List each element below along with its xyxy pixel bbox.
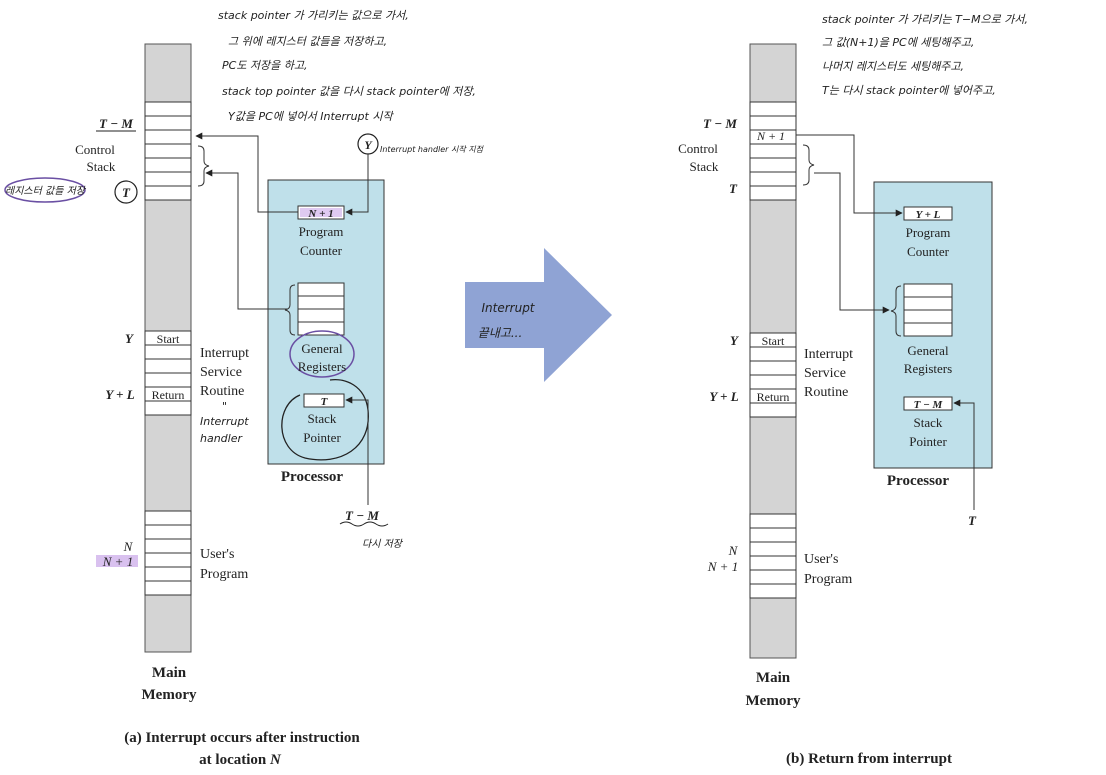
panel-a: Start Return T − M Control Stack T 레지스터 … — [4, 9, 485, 768]
y-plus-l-label-b: Y + L — [709, 389, 738, 404]
hand-resave: 다시 저장 — [362, 538, 404, 550]
n-plus-1-label-a: N + 1 — [102, 554, 133, 569]
svg-text:T는 다시 stack pointer에 넣어주고,: T는 다시 stack pointer에 넣어주고, — [822, 84, 996, 97]
processor-label-b: Processor — [887, 473, 950, 489]
user-label-1-a: User's — [200, 547, 234, 562]
svg-text:그 위에 레지스터 값들을 저장하고,: 그 위에 레지스터 값들을 저장하고, — [228, 35, 387, 48]
arrow-regs-to-stack-a — [205, 169, 288, 310]
big-arrow-text-2: 끝내고... — [478, 326, 523, 340]
svg-text:나머지 레지스터도 세팅해주고,: 나머지 레지스터도 세팅해주고, — [822, 60, 964, 73]
pc-label-2-b: Counter — [907, 244, 950, 259]
caption-b: (b) Return from interrupt — [786, 751, 952, 767]
user-program-cells-b — [749, 513, 797, 599]
arrow-pc-to-stack-a — [195, 132, 298, 213]
caption-a-line1: (a) Interrupt occurs after instruction — [124, 730, 360, 746]
sp-label-2-a: Pointer — [303, 430, 341, 445]
sp-value-b: T − M — [914, 399, 944, 411]
handwriting-notes-a: stack pointer 가 가리키는 값으로 가서, 그 위에 레지스터 값… — [218, 9, 476, 123]
svg-text:stack top pointer 값을 다시 stack: stack top pointer 값을 다시 stack pointer에 저… — [222, 85, 476, 98]
isr-label-2-b: Service — [804, 366, 846, 381]
gr-label-1-b: General — [907, 343, 949, 358]
start-label-a: Start — [157, 332, 180, 346]
isr-cells-a — [144, 330, 192, 416]
isr-label-2-a: Service — [200, 365, 242, 380]
sp-label-2-b: Pointer — [909, 434, 947, 449]
stack-label-b: Stack — [690, 159, 719, 174]
arrow-tm-to-sp-a — [345, 396, 369, 505]
return-label-b: Return — [757, 390, 790, 404]
gr-label-1-a: General — [301, 341, 343, 356]
n-label-b: N — [728, 543, 739, 558]
y-label-b: Y — [730, 333, 739, 348]
arrow-t-to-sp-b — [953, 399, 975, 510]
t-minus-m-label-b: T − M — [703, 116, 737, 131]
general-registers-a — [297, 282, 345, 336]
hand-interrupt-handler-start: Interrupt handler 시작 지점 — [380, 145, 485, 154]
svg-text:그 값(N+1)을 PC에 세팅해주고,: 그 값(N+1)을 PC에 세팅해주고, — [822, 36, 974, 49]
pc-label-2-a: Counter — [300, 243, 343, 258]
pc-label-1-a: Program — [299, 224, 344, 239]
memory-title-2-a: Memory — [142, 687, 197, 703]
n-plus-1-label-b: N + 1 — [707, 559, 738, 574]
start-label-b: Start — [762, 334, 785, 348]
sp-value-a: T — [321, 396, 329, 408]
memory-title-1-b: Main — [756, 670, 791, 686]
control-stack-cells-a — [144, 101, 192, 201]
user-label-2-b: Program — [804, 572, 852, 587]
pc-value-b: Y + L — [916, 209, 941, 221]
y-label-a: Y — [125, 331, 134, 346]
control-label-b: Control — [678, 141, 718, 156]
svg-text:PC도 저장을 하고,: PC도 저장을 하고, — [222, 59, 308, 72]
gr-label-2-b: Registers — [904, 361, 952, 376]
user-program-cells-a — [144, 510, 192, 596]
y-circle-a: Y — [364, 138, 373, 152]
isr-label-1-b: Interrupt — [804, 347, 853, 362]
n-plus-1-cell-b: N + 1 — [756, 129, 785, 143]
svg-text:stack pointer 가 가리키는 T−M으로 가서,: stack pointer 가 가리키는 T−M으로 가서, — [822, 13, 1028, 26]
control-stack-cells-b — [749, 101, 797, 201]
n-label-a: N — [123, 539, 134, 554]
stack-label-a: Stack — [87, 159, 116, 174]
arrow-y-to-pc-a — [345, 154, 369, 216]
memory-title-1-a: Main — [152, 665, 187, 681]
t-minus-m-label-a: T − M — [99, 116, 133, 131]
arrow-stack-to-pc-b — [796, 134, 903, 217]
handwriting-notes-b: stack pointer 가 가리키는 T−M으로 가서, 그 값(N+1)을… — [822, 13, 1028, 97]
isr-cells-b — [749, 332, 797, 418]
sp-label-1-a: Stack — [308, 411, 337, 426]
t-label-a: T — [122, 185, 131, 200]
hand-interrupt: Interrupt — [200, 415, 249, 428]
t-bottom-b: T — [968, 513, 977, 528]
caption-a-line2: at location N — [199, 752, 282, 768]
svg-text:stack pointer 가 가리키는 값으로 가서,: stack pointer 가 가리키는 값으로 가서, — [218, 9, 409, 22]
isr-label-1-a: Interrupt — [200, 346, 249, 361]
hand-register-save: 레지스터 값들 저장 — [5, 185, 87, 197]
svg-text:Y값을 PC에 넣어서 Interrupt 시작: Y값을 PC에 넣어서 Interrupt 시작 — [228, 110, 394, 123]
hand-handler: handler — [200, 432, 243, 445]
t-label-b: T — [729, 181, 738, 196]
arrow-stack-to-regs-b — [814, 172, 890, 314]
t-minus-m-bottom-a: T − M — [345, 508, 379, 523]
processor-label-a: Processor — [281, 469, 344, 485]
big-arrow-text-1: Interrupt — [481, 301, 535, 315]
sp-label-1-b: Stack — [914, 415, 943, 430]
memory-title-2-b: Memory — [746, 693, 801, 709]
y-plus-l-label-a: Y + L — [105, 387, 134, 402]
isr-label-3-a: Routine — [200, 384, 244, 399]
panel-b: N + 1 Start Return T − M Control Stack T… — [678, 13, 1028, 767]
return-label-a: Return — [152, 388, 185, 402]
isr-label-3-b: Routine — [804, 385, 848, 400]
big-transition-arrow: Interrupt 끝내고... — [465, 248, 612, 382]
control-label-a: Control — [75, 142, 115, 157]
pc-label-1-b: Program — [906, 225, 951, 240]
pc-value-a: N + 1 — [307, 208, 333, 220]
hand-ditto: " — [222, 400, 227, 413]
gr-label-2-a: Registers — [298, 359, 346, 374]
user-label-2-a: Program — [200, 567, 248, 582]
user-label-1-b: User's — [804, 552, 838, 567]
general-registers-b — [903, 283, 953, 337]
